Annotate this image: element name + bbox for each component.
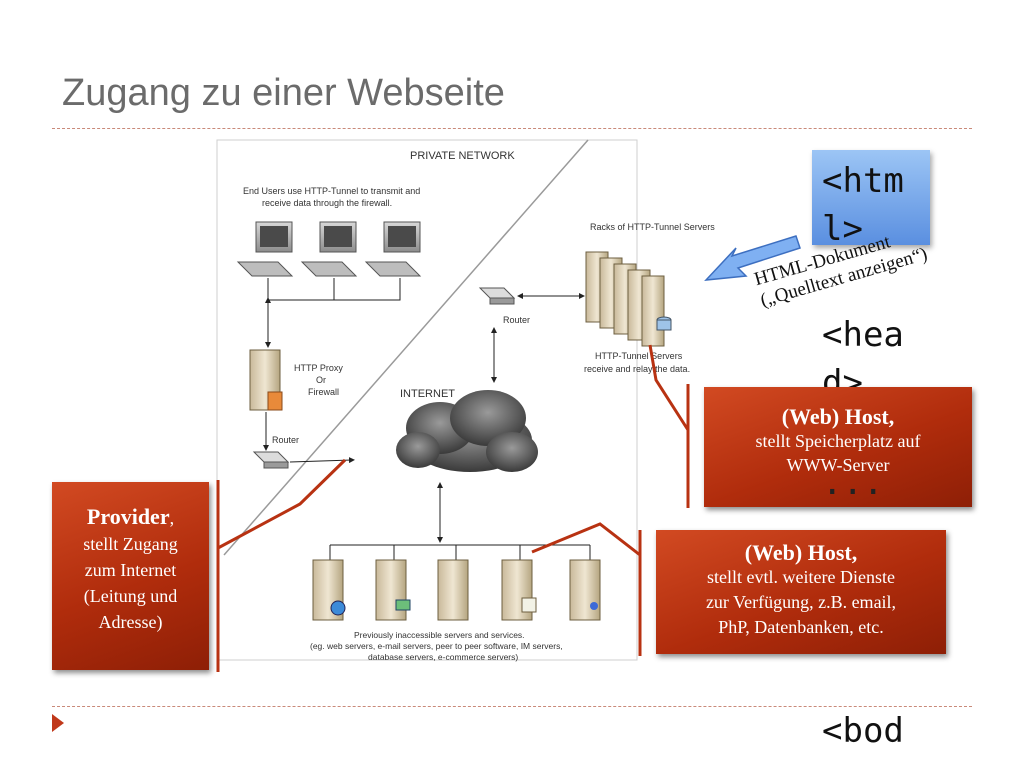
proxy-label-2: Or <box>316 375 326 385</box>
proxy-label-1: HTTP Proxy <box>294 363 343 373</box>
provider-title-comma: , <box>169 508 175 528</box>
host2-text-3: PhP, Datenbanken, etc. <box>718 617 884 637</box>
server-icon-5 <box>569 559 601 621</box>
code-dots: ... <box>822 463 884 503</box>
host1-text-2: WWW-Server <box>786 455 890 475</box>
tunnel-label-1: HTTP-Tunnel Servers <box>595 351 683 361</box>
servers-label-2: (eg. web servers, e-mail servers, peer t… <box>310 641 563 651</box>
code-html-line-1: <htm <box>822 161 904 201</box>
proxy-label-3: Firewall <box>308 387 339 397</box>
host1-text-1: stellt Speicherplatz auf <box>755 431 921 451</box>
racks-label: Racks of HTTP-Tunnel Servers <box>590 222 715 232</box>
server-icon-4 <box>501 559 537 621</box>
host2-text-1: stellt evtl. weitere Dienste <box>707 567 895 587</box>
network-boundary-line <box>223 139 589 556</box>
host2-title: (Web) Host, <box>744 540 858 565</box>
code-head-line-1: <hea <box>822 315 904 355</box>
proxy-server-icon <box>249 349 283 411</box>
router-label-2: Router <box>272 435 299 445</box>
code-body-line: <bod <box>822 711 904 751</box>
server-icon-1 <box>312 559 346 621</box>
router-icon-1 <box>478 287 516 305</box>
html-document-note <box>812 150 930 245</box>
bullet-arrow-icon <box>52 714 64 732</box>
provider-text-1: stellt Zugang <box>83 534 178 554</box>
provider-text-4: Adresse) <box>98 612 163 632</box>
web-host-services-box: (Web) Host, stellt evtl. weitere Dienste… <box>656 530 946 654</box>
top-divider <box>52 128 972 129</box>
provider-text-3: (Leitung und <box>83 586 178 606</box>
server-rack-icon <box>585 251 672 347</box>
html-pointer-arrow-icon <box>704 235 801 281</box>
provider-callout-line <box>217 458 347 550</box>
code-html-line-2: l> <box>822 209 863 249</box>
bottom-divider <box>52 706 972 707</box>
end-users-label-2: receive data through the firewall. <box>262 198 392 208</box>
server-icon-2 <box>375 559 411 621</box>
server-icon-3 <box>437 559 469 621</box>
workstation-icon-1 <box>236 221 294 277</box>
web-host-storage-box: (Web) Host, stellt Speicherplatz auf WWW… <box>704 387 972 507</box>
internet-cloud-icon <box>396 390 538 472</box>
servers-label-3: database servers, e-commerce servers) <box>368 652 518 662</box>
provider-box: Provider, stellt Zugang zum Internet (Le… <box>52 482 209 670</box>
host2-callout-line <box>531 522 641 557</box>
router-label-1: Router <box>503 315 530 325</box>
internet-label: INTERNET <box>400 388 455 400</box>
provider-text-2: zum Internet <box>84 560 177 580</box>
host1-callout-line <box>648 344 690 431</box>
workstation-icon-3 <box>364 221 422 277</box>
servers-label-1: Previously inaccessible servers and serv… <box>354 630 525 640</box>
host2-text-2: zur Verfügung, z.B. email, <box>705 592 897 612</box>
workstation-icon-2 <box>300 221 358 277</box>
end-users-label-1: End Users use HTTP-Tunnel to transmit an… <box>243 186 420 196</box>
router-icon-2 <box>252 451 290 469</box>
private-network-label: PRIVATE NETWORK <box>410 150 515 162</box>
tunnel-label-2: receive and relay the data. <box>584 364 690 374</box>
host1-title: (Web) Host, <box>781 404 895 429</box>
page-title: Zugang zu einer Webseite <box>62 72 505 114</box>
provider-title: Provider <box>86 504 170 529</box>
